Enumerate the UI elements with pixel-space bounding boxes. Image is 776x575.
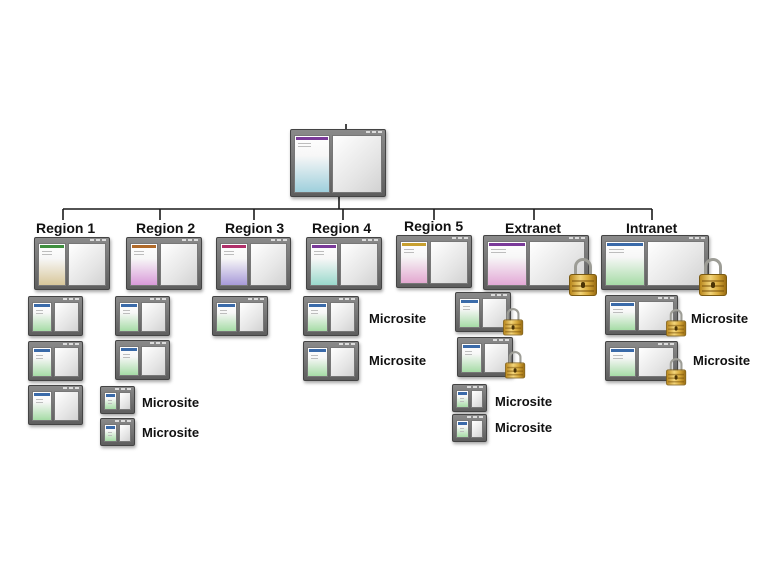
intranet-microsite-padlock-icon	[666, 358, 687, 386]
region-5-label: Region 5	[404, 218, 464, 234]
region-1-subsite-window-icon	[28, 385, 83, 425]
extranet-padlock-icon	[569, 258, 597, 296]
region-4-site-window-icon	[306, 237, 382, 290]
extranet-subsite-padlock-icon	[503, 308, 524, 336]
root-site-window-icon	[290, 129, 386, 197]
region-1-subsite-window-icon	[28, 296, 83, 336]
region-2-subsite-window-icon	[115, 296, 170, 336]
intranet-microsite-padlock-icon	[666, 309, 687, 337]
extranet-label: Extranet	[505, 220, 562, 236]
region-2-label: Region 2	[136, 220, 196, 236]
microsite-label: Microsite	[693, 353, 751, 368]
extranet-microsite-window-icon	[452, 414, 487, 442]
region-3-site-window-icon	[216, 237, 291, 290]
intranet-label: Intranet	[626, 220, 678, 236]
region-1-site-window-icon	[34, 237, 110, 290]
microsite-label: Microsite	[495, 394, 553, 409]
region-3-subsite-window-icon	[212, 296, 268, 336]
microsite-label: Microsite	[691, 311, 749, 326]
extranet-subsite-padlock-icon	[505, 351, 526, 379]
region-2-site-window-icon	[126, 237, 202, 290]
region-1-subsite-window-icon	[28, 341, 83, 381]
microsite-label: Microsite	[495, 420, 553, 435]
microsite-label: Microsite	[142, 395, 200, 410]
region-2-subsite-window-icon	[115, 340, 170, 380]
extranet-subsite-window-icon	[457, 337, 513, 377]
region-1-label: Region 1	[36, 220, 96, 236]
region-3-label: Region 3	[225, 220, 285, 236]
intranet-padlock-icon	[699, 258, 727, 296]
region-5-site-window-icon	[396, 235, 472, 288]
region-4-label: Region 4	[312, 220, 372, 236]
intranet-site-window-icon	[601, 235, 709, 290]
microsite-label: Microsite	[369, 311, 427, 326]
extranet-microsite-window-icon	[452, 384, 487, 412]
region-2-microsite-window-icon	[100, 418, 135, 446]
extranet-subsite-window-icon	[455, 292, 511, 332]
region-4-microsite-window-icon	[303, 296, 359, 336]
region-4-microsite-window-icon	[303, 341, 359, 381]
region-2-microsite-window-icon	[100, 386, 135, 414]
microsite-label: Microsite	[369, 353, 427, 368]
intranet-microsite-window-icon	[605, 295, 678, 335]
microsite-label: Microsite	[142, 425, 200, 440]
